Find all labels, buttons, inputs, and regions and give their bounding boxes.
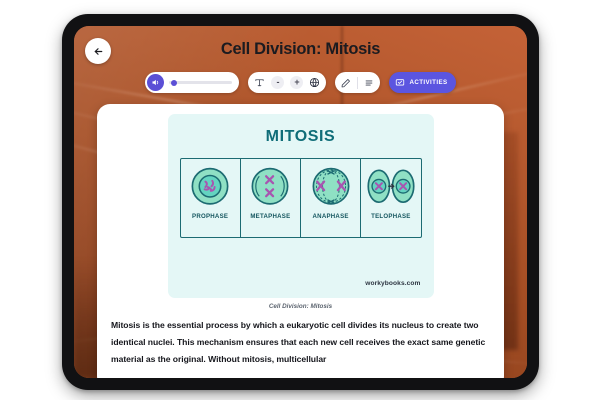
monitor-check-glyph	[396, 78, 405, 85]
audio-slider-thumb[interactable]	[171, 79, 178, 86]
toolbar-divider	[357, 76, 359, 89]
phase-cell-metaphase: METAPHASE	[241, 159, 301, 237]
illustration-caption: Cell Division: Mitosis	[268, 303, 333, 310]
background-wall-edge	[341, 26, 344, 118]
text-format-icon[interactable]	[254, 77, 265, 88]
audio-progress-slider[interactable]	[169, 79, 233, 86]
phase-cell-anaphase: ANAPHASE	[301, 159, 362, 237]
anaphase-diagram	[312, 167, 350, 205]
list-lines-icon[interactable]	[364, 78, 374, 88]
top-bar: Cell Division: Mitosis	[74, 26, 527, 98]
phase-label: ANAPHASE	[312, 213, 349, 220]
globe-icon[interactable]	[309, 77, 320, 88]
increase-text-size-button[interactable]: +	[290, 76, 304, 89]
lesson-content-card: MITOSIS	[97, 104, 504, 378]
telophase-diagram	[367, 169, 415, 203]
activities-button[interactable]: ACTIVITIES	[389, 72, 456, 93]
phase-cell-telophase: TELOPHASE	[361, 159, 420, 237]
page-title: Cell Division: Mitosis	[220, 40, 381, 58]
pencil-icon[interactable]	[341, 78, 351, 88]
toolbar: - +	[74, 72, 527, 93]
lesson-body-text: Mitosis is the essential process by whic…	[111, 320, 486, 364]
phase-grid: PROPHASE	[179, 158, 422, 238]
text-format-glyph	[255, 79, 265, 87]
text-size-controls: - +	[248, 72, 327, 93]
mitosis-illustration: MITOSIS	[167, 114, 434, 298]
phase-label: TELOPHASE	[371, 213, 411, 220]
illustration-title: MITOSIS	[265, 128, 336, 145]
phase-label: METAPHASE	[250, 213, 291, 220]
watermark: workybooks.com	[365, 280, 421, 287]
monitor-check-icon	[395, 78, 405, 88]
list-glyph	[366, 79, 373, 86]
activities-label: ACTIVITIES	[409, 79, 448, 86]
prophase-diagram	[191, 167, 229, 205]
speaker-on-icon[interactable]	[147, 74, 165, 91]
pencil-glyph	[342, 78, 351, 87]
tablet-screen: Cell Division: Mitosis	[74, 26, 527, 378]
speaker-glyph	[152, 79, 159, 86]
metaphase-diagram	[251, 167, 289, 205]
audio-player-control[interactable]	[145, 72, 240, 93]
phase-label: PROPHASE	[192, 213, 229, 220]
globe-glyph	[310, 77, 320, 88]
decrease-text-size-button[interactable]: -	[271, 76, 285, 89]
tablet-device: Cell Division: Mitosis	[62, 14, 539, 390]
arrow-left-icon	[94, 47, 102, 55]
annotation-controls	[335, 72, 381, 93]
back-button[interactable]	[85, 38, 111, 64]
phase-cell-prophase: PROPHASE	[181, 159, 241, 237]
